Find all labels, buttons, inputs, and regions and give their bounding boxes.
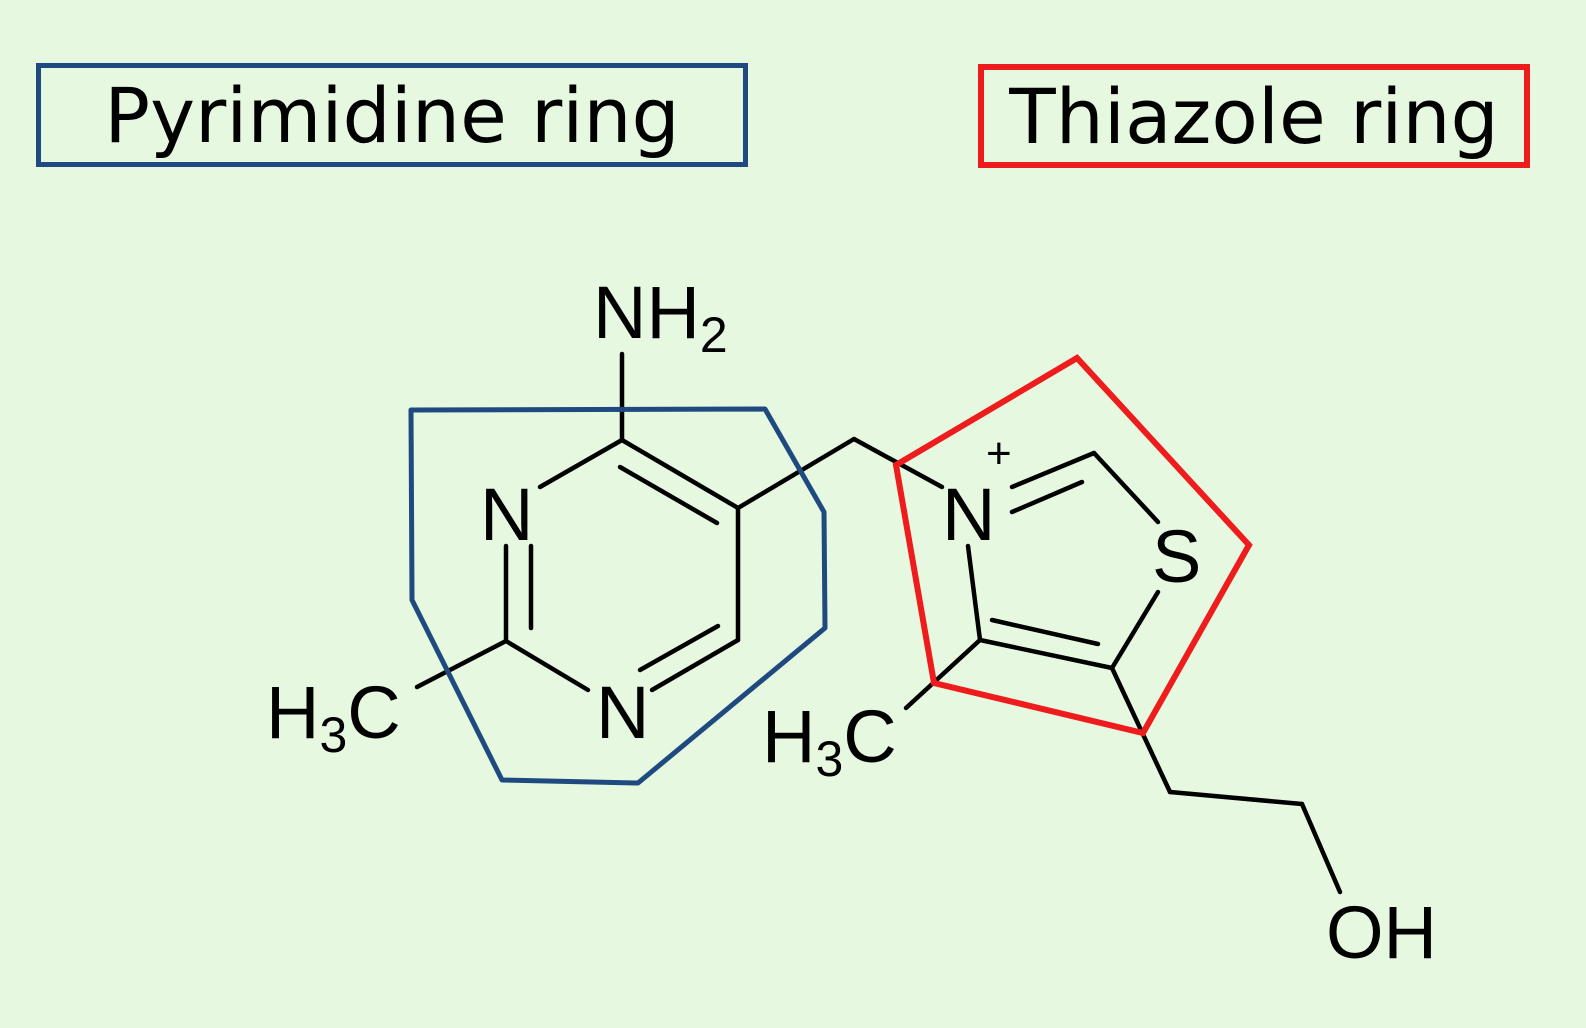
thiazole-methyl-label: H3C: [762, 695, 897, 787]
pyrimidine-ring-outline: [408, 406, 828, 786]
bond-c4-c5: [619, 437, 741, 511]
bond-c4-c5-inner: [617, 464, 720, 526]
hydroxyl-label: OH: [1326, 891, 1437, 974]
bond-n1-c2: [503, 638, 591, 693]
pyrimidine-methyl-label: H3C: [266, 671, 401, 763]
thiazole-s-label: S: [1152, 515, 1201, 598]
bond-c5-ch2: [735, 436, 857, 511]
pyrimidine-ring-label: Pyrimidine ring: [36, 63, 748, 167]
positive-charge-label: +: [986, 429, 1012, 478]
bond-s-c5: [1109, 589, 1161, 671]
pyrimidine-ring-label-text: Pyrimidine ring: [104, 70, 680, 160]
pyrimidine-n1-label: N: [596, 671, 649, 754]
bond-c5-c4: [977, 637, 1115, 671]
bond-ethyl-oh: [1299, 801, 1343, 895]
bond-c6-n1: [649, 637, 741, 693]
bond-c4-nplus: [965, 543, 983, 643]
bond-nplus-c2: [1009, 450, 1097, 490]
bond-ethyl-ethyl: [1167, 789, 1305, 807]
thiazole-ring-label: Thiazole ring: [978, 64, 1530, 168]
bond-c2-methyl: [414, 638, 509, 690]
amine-group: NH2: [593, 271, 728, 363]
thiazolium-n-label: N: [942, 473, 995, 556]
atom-labels: NH2 N N H3C N + S H3C OH: [266, 271, 1437, 974]
bond-c5-c4-inner: [989, 617, 1101, 647]
bond-nplus-c2-inner: [1009, 479, 1085, 515]
bond-c4-methyl: [903, 637, 983, 711]
bond-c2-s: [1091, 450, 1161, 525]
thiazole-ring-label-text: Thiazole ring: [1009, 71, 1499, 161]
bond-n3-c4: [537, 437, 625, 490]
bond-c6-n1-inner: [637, 623, 721, 673]
pyrimidine-n3-label: N: [480, 473, 533, 556]
thiazole-ring-outline: [892, 354, 1253, 737]
bonds: [414, 351, 1343, 895]
